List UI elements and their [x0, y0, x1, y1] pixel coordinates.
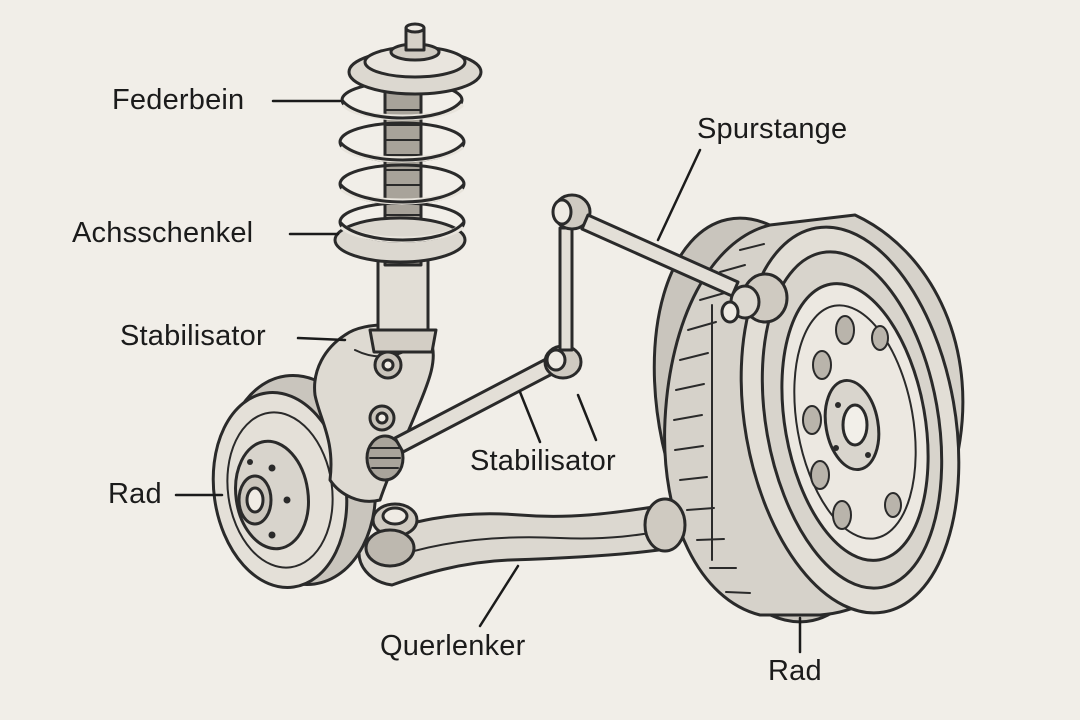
stabilizer-link	[551, 193, 592, 352]
leader-querlenker	[478, 564, 520, 628]
label-achsschenkel: Achsschenkel	[72, 217, 254, 249]
label-spurstange: Spurstange	[697, 113, 848, 145]
stabilizer-bar	[393, 344, 583, 454]
label-rad-left: Rad	[108, 478, 162, 510]
label-stabilisator-left: Stabilisator	[120, 320, 266, 352]
right-wheel	[652, 213, 965, 624]
strut-assembly	[333, 22, 483, 354]
tie-rod	[580, 213, 789, 324]
leader-spurstange	[656, 148, 702, 242]
label-federbein: Federbein	[112, 84, 245, 116]
leader-stabilisator-center	[518, 390, 542, 444]
lower-control-arm	[357, 497, 687, 587]
leader-stabilisator-left	[296, 336, 347, 342]
label-stabilisator-center: Stabilisator	[470, 445, 616, 477]
steering-knuckle	[313, 323, 435, 503]
leader-lines	[174, 99, 802, 654]
label-rad-right: Rad	[768, 655, 822, 687]
label-querlenker: Querlenker	[380, 630, 526, 662]
leader-stabilisator-link	[576, 393, 598, 442]
